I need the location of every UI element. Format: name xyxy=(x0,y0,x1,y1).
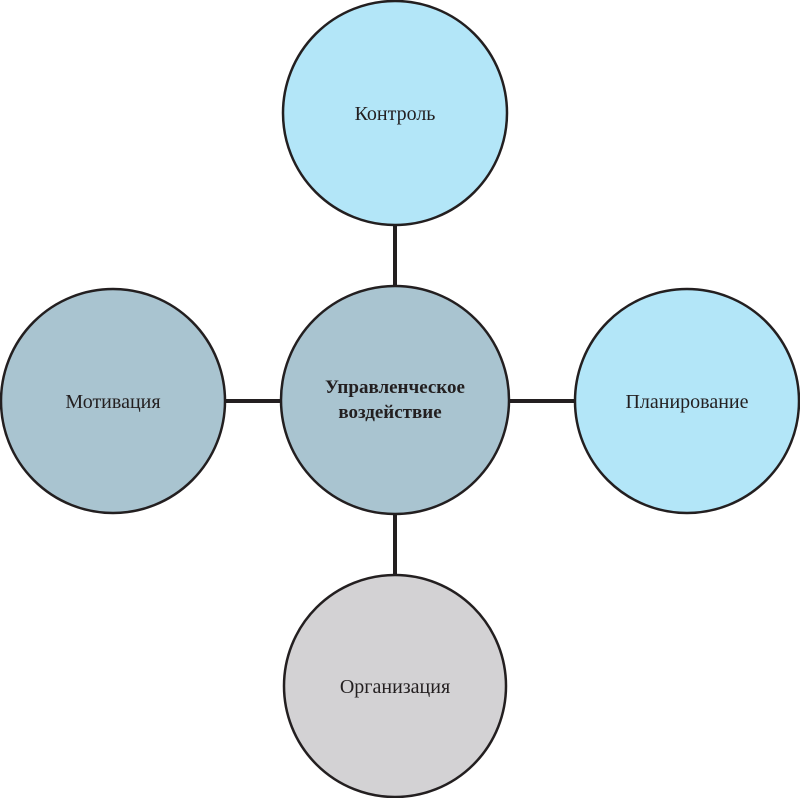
node-left-label: Мотивация xyxy=(65,391,160,413)
node-left: Мотивация xyxy=(0,287,227,515)
center-label-line-1: Управленческое xyxy=(325,377,465,398)
node-circle xyxy=(0,287,227,515)
node-top-label: Контроль xyxy=(355,103,436,125)
node-center: Управленческое воздействие xyxy=(279,284,511,516)
node-right-label: Планирование xyxy=(625,391,748,413)
connectors xyxy=(226,225,574,575)
node-bottom: Организация xyxy=(282,573,508,798)
node-bottom-label: Организация xyxy=(340,676,450,698)
node-circle xyxy=(282,573,508,798)
node-circle xyxy=(573,287,800,515)
node-circle xyxy=(281,0,509,227)
center-circle xyxy=(279,284,511,516)
node-top: Контроль xyxy=(281,0,509,227)
node-right: Планирование xyxy=(573,287,800,515)
center-label-line-2: воздействие xyxy=(338,402,441,423)
